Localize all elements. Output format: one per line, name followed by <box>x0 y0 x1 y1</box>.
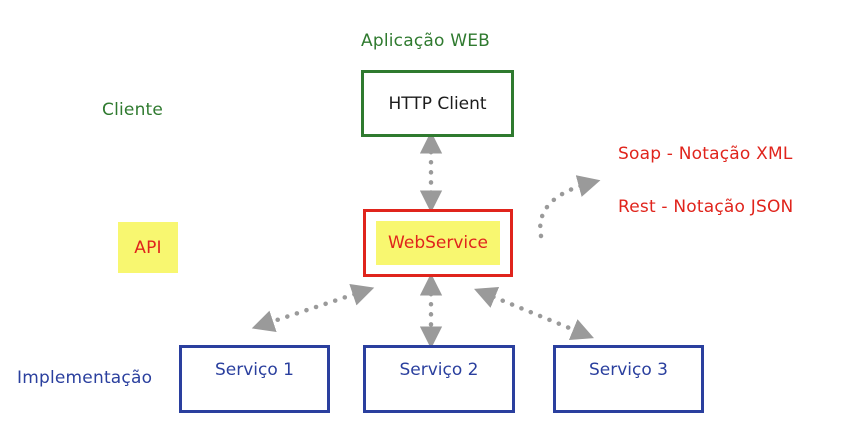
servico2-label: Serviço 2 <box>399 360 479 380</box>
arrow-webservice-notation <box>537 175 601 239</box>
api-label-text: API <box>134 237 162 258</box>
arrow-webservice-servico1 <box>251 284 375 332</box>
servico3-box: Serviço 3 <box>553 345 704 413</box>
webservice-label: WebService <box>388 233 488 253</box>
webservice-box: WebService <box>363 209 513 277</box>
servico3-label: Serviço 3 <box>589 360 668 380</box>
http-client-label: HTTP Client <box>388 93 487 114</box>
arrow-webservice-servico3 <box>474 287 594 340</box>
api-label: API <box>118 222 178 273</box>
implementacao-label: Implementação <box>17 368 153 388</box>
cliente-label: Cliente <box>102 100 164 120</box>
app-web-label: Aplicação WEB <box>361 31 491 51</box>
rest-label: Rest - Notação JSON <box>618 197 794 217</box>
servico1-label: Serviço 1 <box>215 360 294 380</box>
servico2-box: Serviço 2 <box>363 345 515 413</box>
servico1-box: Serviço 1 <box>179 345 330 413</box>
http-client-box: HTTP Client <box>361 70 514 137</box>
webservice-highlight: WebService <box>376 221 500 265</box>
soap-label: Soap - Notação XML <box>618 144 793 164</box>
